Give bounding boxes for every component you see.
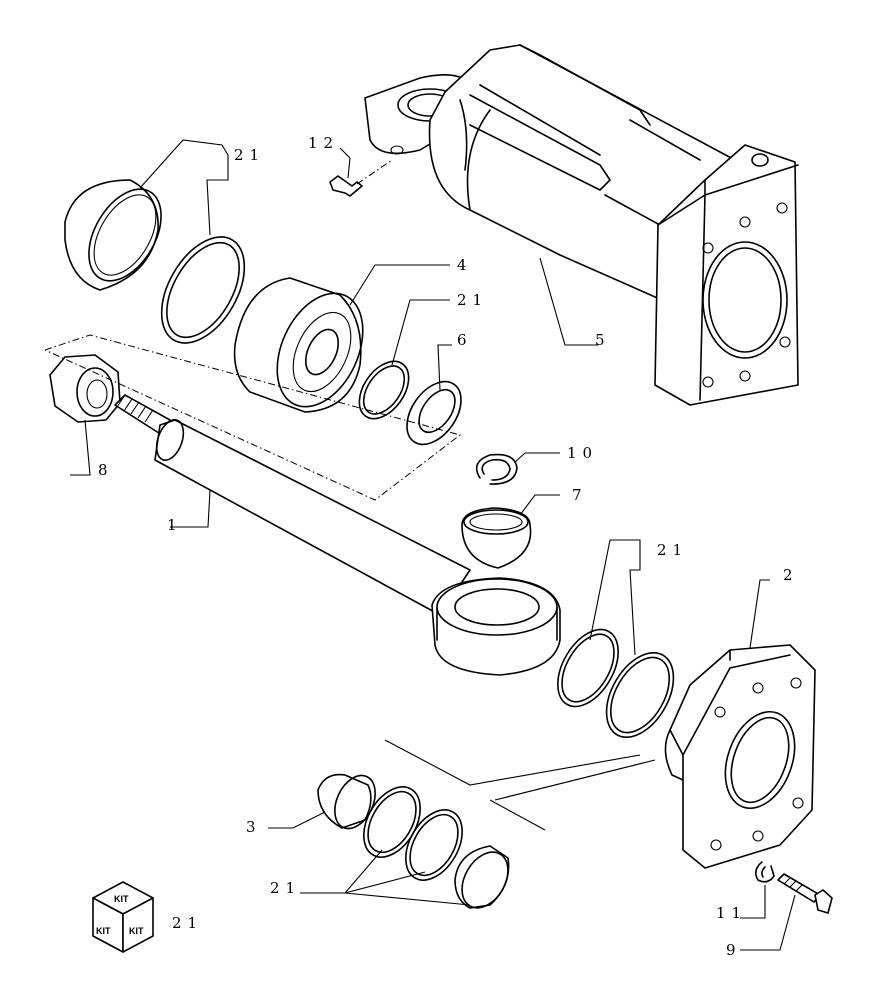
kit-cube-icon: KIT KIT KIT	[92, 881, 154, 953]
part-8-nut	[49, 354, 121, 423]
part-6-washer	[406, 380, 462, 446]
callout-9: 9	[726, 941, 742, 959]
callout-12: 12	[308, 134, 339, 152]
kit-label-right: KIT	[129, 926, 144, 936]
callout-4: 4	[457, 256, 473, 274]
callout-21-mid: 21	[657, 541, 688, 559]
part-11-spring-washer	[754, 861, 775, 883]
part-1-piston-rod	[114, 394, 561, 676]
part-12-grease-nipple	[329, 159, 393, 197]
part-21-seal-rings-mid	[557, 628, 675, 739]
callout-3: 3	[246, 818, 262, 836]
callout-8: 8	[98, 461, 114, 479]
callout-6: 6	[457, 331, 473, 349]
callout-1: 1	[167, 516, 183, 534]
part-3-bushing	[317, 773, 376, 830]
kit-label-left: KIT	[96, 926, 111, 936]
part-10-circlip	[475, 453, 518, 485]
kit-label-top: KIT	[114, 894, 129, 904]
part-21-seal-rings-bottom	[363, 786, 510, 909]
part-5-cylinder-barrel	[364, 44, 799, 406]
part-21-o-ring-mid	[358, 360, 410, 420]
callout-11: 11	[716, 904, 747, 922]
callout-21-seals: 21	[457, 291, 488, 309]
alignment-lines	[384, 739, 656, 831]
part-21-bushing-top	[64, 179, 162, 291]
callout-21-bottom: 21	[270, 879, 301, 897]
callout-7: 7	[572, 486, 588, 504]
part-7-spherical-bearing	[461, 507, 532, 569]
part-9-bolt	[777, 873, 833, 914]
part-21-seal-ring-top	[160, 236, 246, 344]
part-2-mounting-flange	[664, 644, 816, 869]
kit-reference-number: 21	[172, 914, 203, 932]
leader-lines	[70, 139, 796, 951]
part-4-piston	[233, 277, 364, 413]
callout-2: 2	[783, 566, 799, 584]
callout-21-top: 21	[234, 146, 265, 164]
callout-10: 10	[567, 444, 598, 462]
assembly-boundary-dashed	[44, 334, 462, 501]
callout-labels: 21 12 4 21 6 5 10 8 7 1 21 2 3 21 11 9 2…	[98, 134, 799, 959]
callout-5: 5	[595, 331, 611, 349]
